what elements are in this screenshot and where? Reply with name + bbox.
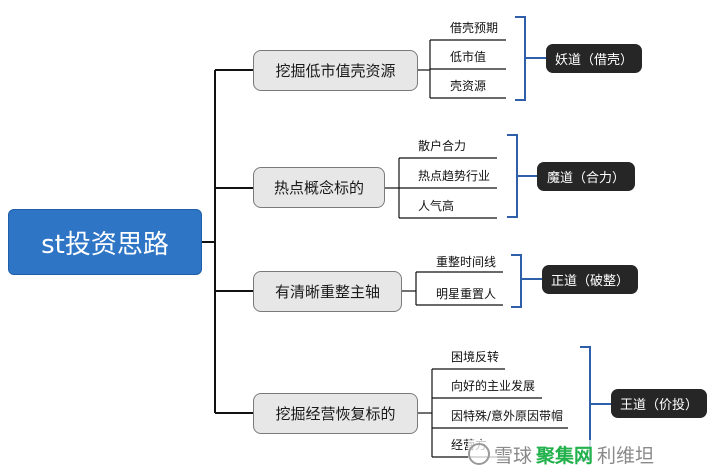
leaf-item: 散户合力 xyxy=(418,138,467,153)
leaf-item: 困境反转 xyxy=(451,349,500,364)
bracket-2 xyxy=(507,134,537,218)
leaf-item: 因特殊/意外原因带帽 xyxy=(451,408,564,423)
branch-node-restructure: 有清晰重整主轴 xyxy=(253,271,402,312)
branch-node-recovery: 挖掘经营恢复标的 xyxy=(253,393,418,434)
leaf-item: 人气高 xyxy=(418,198,455,213)
leaf-item: 低市值 xyxy=(450,49,487,64)
leaf-item: 壳资源 xyxy=(450,78,487,93)
branch-node-low-cap-shell: 挖掘低市值壳资源 xyxy=(253,50,418,91)
leaf-item: 热点趋势行业 xyxy=(418,168,491,183)
bracket-3 xyxy=(511,254,542,308)
leaf-item: 借壳预期 xyxy=(450,20,499,35)
snowball-logo-icon xyxy=(468,443,490,465)
leaf-item: 向好的主业发展 xyxy=(451,378,536,393)
watermark-brand: 聚集网 xyxy=(536,444,594,467)
leaf-item: 重整时间线 xyxy=(436,254,497,269)
branch-node-hot-concept: 热点概念标的 xyxy=(253,167,385,208)
strategy-tag-king-value: 王道（价投） xyxy=(611,389,707,418)
watermark-prefix: 雪球 xyxy=(494,444,533,467)
leaf-item: 明星重置人 xyxy=(436,286,497,301)
strategy-tag-demon-shell: 妖道（借壳） xyxy=(546,44,642,73)
root-node: st投资思路 xyxy=(8,209,202,275)
watermark: 雪球 聚集网 利维坦 xyxy=(468,440,714,468)
bracket-1 xyxy=(515,16,546,101)
strategy-tag-magic-synergy: 魔道（合力） xyxy=(537,162,635,191)
watermark-suffix: 利维坦 xyxy=(597,444,655,467)
strategy-tag-righteous-restructure: 正道（破整） xyxy=(542,265,638,294)
